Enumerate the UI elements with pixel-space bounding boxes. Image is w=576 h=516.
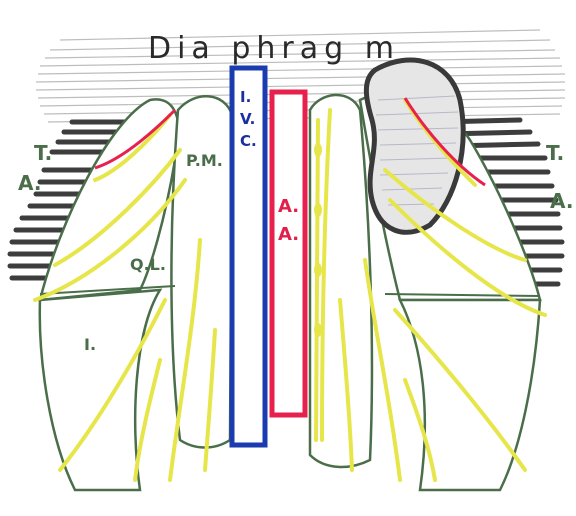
ta-left-label-2: A. — [18, 171, 41, 195]
ta-right-label-2: A. — [550, 189, 573, 213]
ta-right-label-1: T. — [546, 141, 564, 165]
diaphragm-label: Dia phrag m — [148, 31, 400, 66]
aa-label-2: A. — [278, 224, 299, 245]
abdominal-aorta — [272, 92, 305, 415]
nerve-obturator-left — [135, 360, 160, 480]
ivc-label-1: I. — [240, 88, 251, 106]
quadratus-label: Q.L. — [130, 255, 166, 274]
iliacus-left — [40, 290, 160, 490]
psoas-label: P.M. — [186, 151, 223, 170]
ivc-label-2: V. — [240, 110, 255, 128]
ta-left-label-1: T. — [34, 141, 52, 165]
ivc-label-3: C. — [240, 132, 257, 150]
aa-label-1: A. — [278, 196, 299, 217]
iliacus-label: I. — [84, 335, 96, 354]
nerve-sympathetic-right — [316, 120, 318, 440]
